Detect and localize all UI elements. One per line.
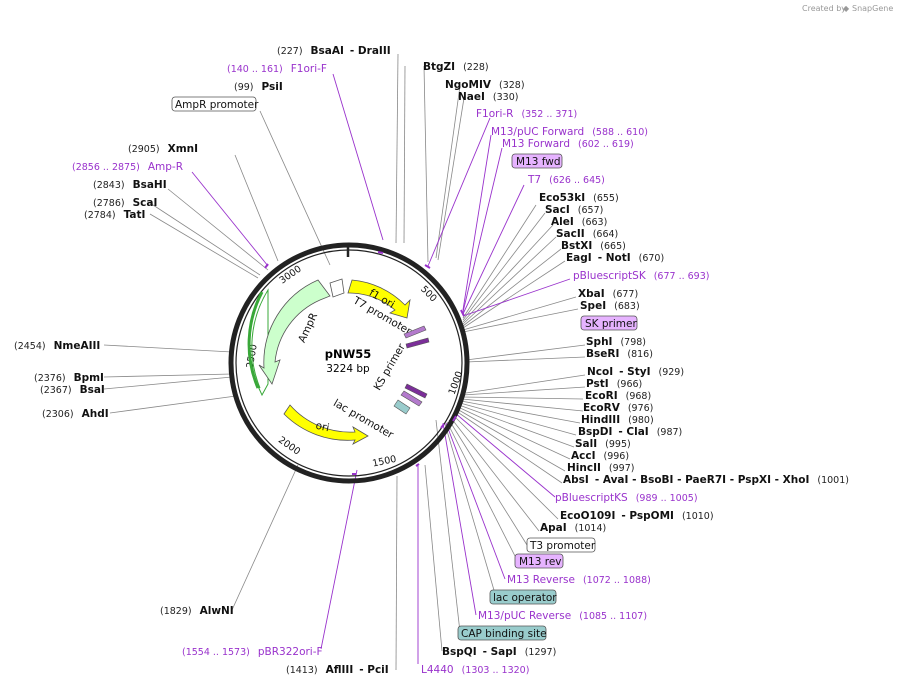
label-sali: SalI(995) bbox=[575, 438, 631, 450]
m13rev-label: M13 rev bbox=[519, 556, 562, 568]
label-alei: AleI(663) bbox=[551, 216, 607, 228]
label-acci: AccI(996) bbox=[571, 450, 629, 462]
t7-primer-arrow[interactable] bbox=[403, 325, 427, 339]
ampr-promoter-feature[interactable] bbox=[329, 278, 345, 298]
label-hincii: HincII(997) bbox=[567, 462, 634, 474]
label-naei: NaeI(330) bbox=[458, 91, 518, 103]
credit-text: Created by bbox=[802, 4, 846, 13]
m13fwd-label: M13 fwd bbox=[516, 156, 561, 168]
label-bseri: BseRI(816) bbox=[586, 348, 653, 360]
t3promoter-label: T3 promoter bbox=[529, 540, 596, 552]
f1ori-feature[interactable] bbox=[347, 279, 411, 319]
label-ecorv: EcoRV(976) bbox=[583, 402, 653, 414]
label-psii: (99)PsiI bbox=[234, 81, 283, 93]
m13rev-box[interactable] bbox=[514, 553, 564, 569]
label-ecoo109i: EcoO109I- PspOMI(1010) bbox=[560, 510, 714, 522]
label-bsahi: (2843)BsaHI bbox=[93, 179, 167, 191]
label-sphi: SphI(798) bbox=[586, 336, 646, 348]
label-bspqi: BspQI- SapI(1297) bbox=[442, 646, 556, 658]
label-ecori: EcoRI(968) bbox=[585, 390, 651, 402]
label-f1ori-r: F1ori-R(352 .. 371) bbox=[476, 108, 577, 120]
label-amp-r: (2856 .. 2875)Amp-R bbox=[72, 161, 183, 173]
m13fwd-box[interactable] bbox=[511, 153, 563, 169]
label-xmni: (2905)XmnI bbox=[128, 143, 198, 155]
credit-brand: SnapGene bbox=[852, 4, 893, 13]
lac-operator-feature[interactable] bbox=[393, 399, 411, 415]
label-bpmi: (2376)BpmI bbox=[34, 372, 104, 384]
label-xbai: XbaI(677) bbox=[578, 288, 638, 300]
lacoperator-box[interactable] bbox=[489, 589, 557, 605]
label-bsai: (2367)BsaI bbox=[40, 384, 105, 396]
label-bstxi: BstXI(665) bbox=[561, 240, 626, 252]
ori-feature[interactable] bbox=[283, 404, 369, 445]
skprimer-label: SK primer bbox=[585, 318, 637, 330]
label-psti: PstI(966) bbox=[586, 378, 642, 390]
label-apai: ApaI(1014) bbox=[540, 522, 606, 534]
label-absi: AbsI- AvaI - BsoBI - PaeR7I - PspXI - Xh… bbox=[563, 474, 849, 486]
tick-2000: 2000 bbox=[276, 435, 302, 458]
ks-primer-arrow[interactable] bbox=[404, 383, 428, 399]
label-btgzi: BtgZI(228) bbox=[423, 61, 489, 73]
label-pbluescriptsk: pBluescriptSK(677 .. 693) bbox=[573, 270, 709, 282]
lacoperator-label: lac operator bbox=[493, 592, 557, 604]
label-lines bbox=[103, 53, 586, 671]
m13fwd-primer-arrow[interactable] bbox=[405, 337, 430, 349]
label-bsaai: (227)BsaAI- DraIII bbox=[277, 45, 391, 57]
ampr-outer-line bbox=[247, 291, 264, 389]
label-hindiii: HindIII(980) bbox=[581, 414, 654, 426]
label-ngomiv: NgoMIV(328) bbox=[445, 79, 525, 91]
label-ncoi: NcoI- StyI(929) bbox=[587, 366, 684, 378]
label-m13-forward: M13 Forward(602 .. 619) bbox=[502, 138, 634, 150]
label-ahdi: (2306)AhdI bbox=[42, 408, 109, 420]
plasmid-size: 3224 bp bbox=[326, 363, 370, 375]
label-bspdi: BspDI- ClaI(987) bbox=[578, 426, 682, 438]
label-eagi: EagI- NotI(670) bbox=[566, 252, 664, 264]
plasmid-name: pNW55 bbox=[325, 347, 372, 361]
label-afliii: (1413)AflIII- PciI bbox=[286, 664, 389, 676]
label-saci: SacI(657) bbox=[545, 204, 603, 216]
label-t7: T7(626 .. 645) bbox=[527, 174, 605, 186]
capbinding-label: CAP binding site bbox=[461, 628, 547, 640]
ori-label: ori bbox=[315, 420, 331, 435]
label-pbr322ori-f: (1554 .. 1573)pBR322ori-F bbox=[182, 646, 323, 658]
m13rev-primer-arrow[interactable] bbox=[400, 390, 423, 407]
tick-1500: 1500 bbox=[371, 454, 397, 470]
label-pbluescriptks: pBluescriptKS(989 .. 1005) bbox=[555, 492, 698, 504]
label-nmeaiii: (2454)NmeAIII bbox=[14, 340, 100, 352]
label-spei: SpeI(683) bbox=[580, 300, 640, 312]
label-l4440: L4440(1303 .. 1320) bbox=[421, 664, 529, 676]
tick-500: 500 bbox=[418, 284, 439, 305]
primer-lines bbox=[191, 73, 571, 664]
label-eco53ki: Eco53kI(655) bbox=[539, 192, 619, 204]
label-m13-reverse: M13 Reverse(1072 .. 1088) bbox=[507, 574, 651, 586]
label-scai: (2786)ScaI bbox=[93, 197, 157, 209]
label-m13puc-reverse: M13/pUC Reverse(1085 .. 1107) bbox=[478, 610, 647, 622]
ampr-label: AmpR bbox=[296, 311, 320, 345]
ksprimer-label: KS primer bbox=[372, 341, 409, 392]
amprpromoter-label: AmpR promoter bbox=[175, 99, 259, 111]
amprpromoter-box[interactable] bbox=[171, 96, 257, 112]
skprimer-box[interactable] bbox=[580, 315, 638, 331]
ampr-feature[interactable] bbox=[258, 279, 331, 385]
label-alwni: (1829)AlwNI bbox=[160, 605, 234, 617]
label-tati: (2784)TatI bbox=[84, 209, 145, 221]
capbinding-box[interactable] bbox=[457, 625, 547, 641]
t3promoter-box[interactable] bbox=[526, 537, 596, 553]
snapgene-icon: ◆ bbox=[843, 4, 850, 13]
primer-marks bbox=[264, 251, 465, 475]
label-sacii: SacII(664) bbox=[556, 228, 618, 240]
label-m13puc-forward: M13/pUC Forward(588 .. 610) bbox=[491, 126, 648, 138]
label-f1ori-f: (140 .. 161)F1ori-F bbox=[227, 63, 327, 75]
